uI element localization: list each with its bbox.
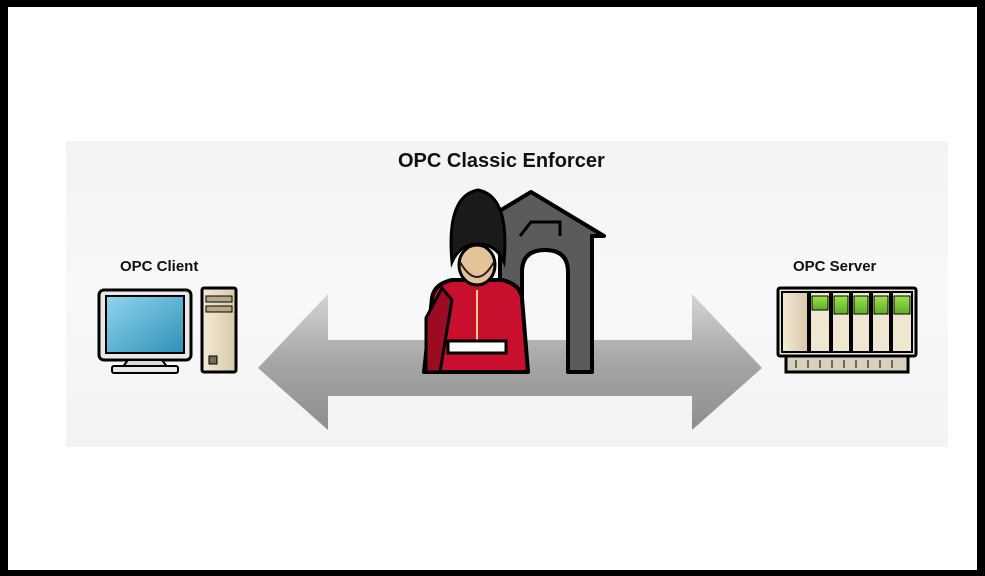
sentry-box-icon <box>456 190 606 374</box>
client-label: OPC Client <box>120 258 199 275</box>
server-label: OPC Server <box>793 258 877 275</box>
royal-guard-icon <box>422 188 530 374</box>
desktop-computer-icon <box>97 286 238 374</box>
enforcer-label: OPC Classic Enforcer <box>398 150 605 172</box>
plc-rack-icon <box>776 286 918 374</box>
